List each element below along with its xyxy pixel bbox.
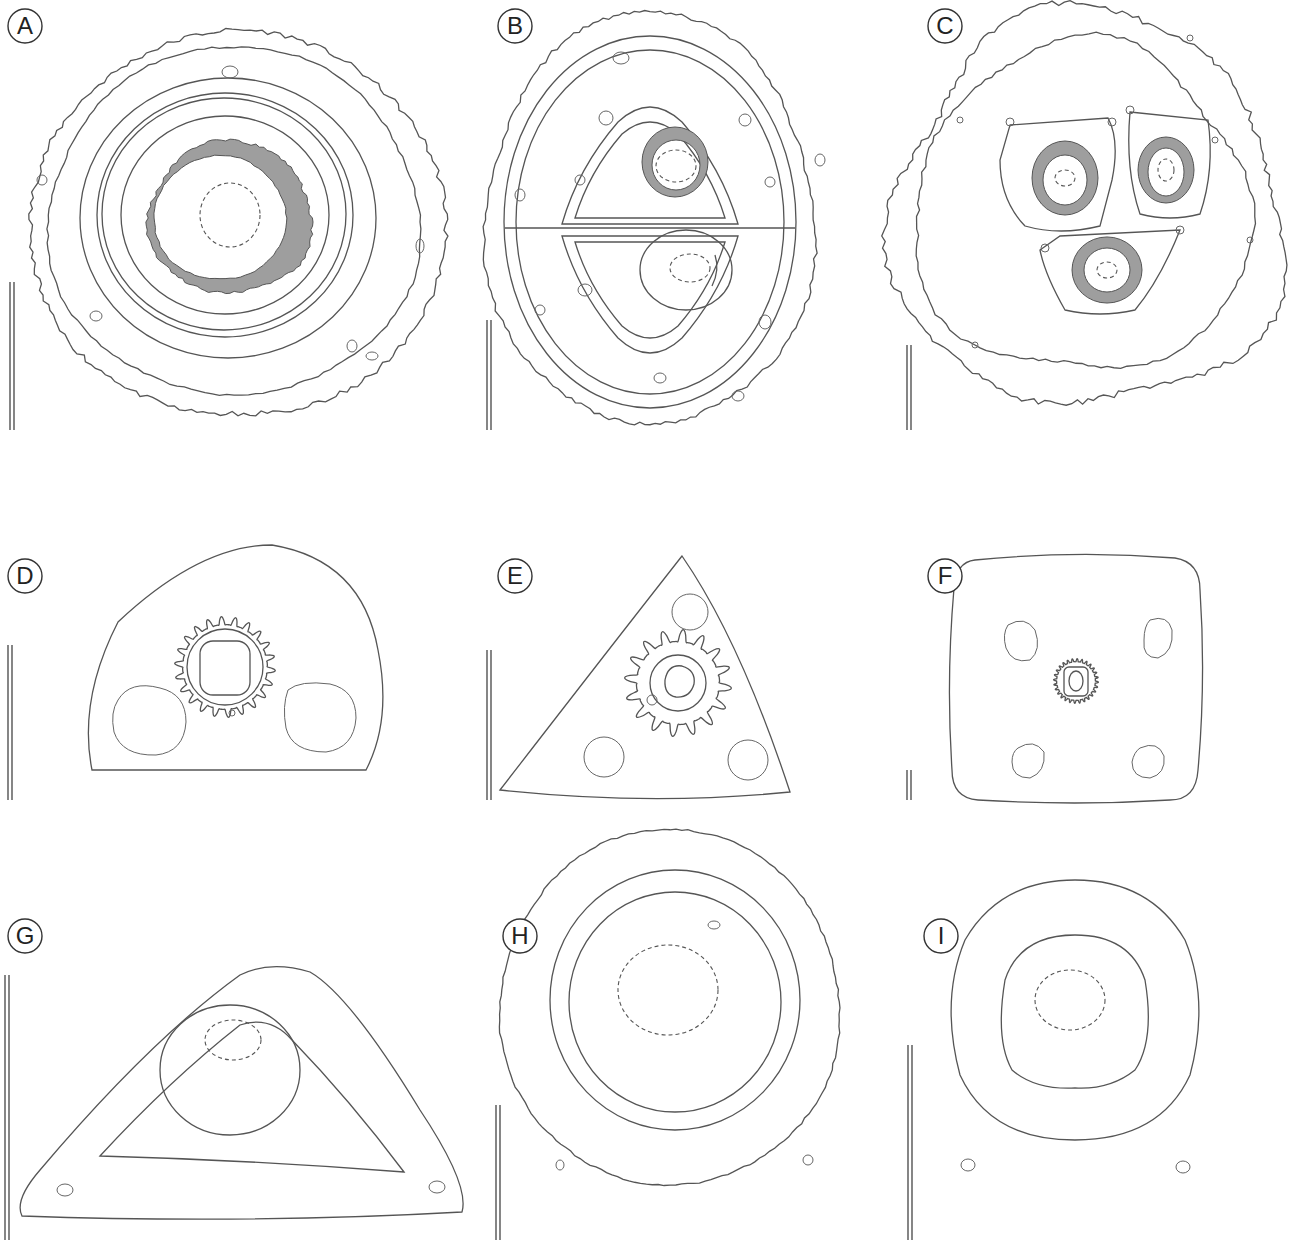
panel-label: G xyxy=(16,924,35,948)
tissue-outline xyxy=(146,139,313,293)
panel-letter: G xyxy=(7,918,43,954)
panel-label: D xyxy=(16,564,33,588)
panel-letter: F xyxy=(927,558,963,594)
tissue-outline xyxy=(29,28,448,415)
panel-letter: A xyxy=(7,8,43,44)
panel-label: H xyxy=(511,924,528,948)
tissue-outline xyxy=(154,155,287,278)
panel-letter: C xyxy=(927,8,963,44)
panel-letter: E xyxy=(497,558,533,594)
tissue-outline xyxy=(175,617,275,717)
tissue-outline xyxy=(916,32,1255,368)
panel-letter: B xyxy=(497,8,533,44)
section-i xyxy=(908,880,1199,1240)
panel-label: I xyxy=(938,924,945,948)
section-e xyxy=(487,556,790,800)
section-c xyxy=(907,35,1253,430)
panel-label: B xyxy=(507,14,523,38)
panel-label: E xyxy=(507,564,523,588)
panel-label: F xyxy=(938,564,953,588)
panel-letter: H xyxy=(502,918,538,954)
panel-label: C xyxy=(936,14,953,38)
section-a xyxy=(10,66,424,430)
section-g xyxy=(5,967,463,1240)
panel-letter: I xyxy=(923,918,959,954)
tissue-outline xyxy=(625,630,732,737)
panel-label: A xyxy=(17,14,33,38)
tissue-outline xyxy=(499,829,840,1185)
section-f xyxy=(907,554,1203,803)
panel-letter: D xyxy=(7,558,43,594)
tissue-outline xyxy=(483,11,817,425)
tissue-outline xyxy=(1054,659,1099,704)
tissue-outline xyxy=(47,47,421,395)
section-b xyxy=(487,36,825,430)
generated-outlines xyxy=(29,1,1287,1186)
section-d xyxy=(8,545,383,800)
tissue-outline xyxy=(882,1,1287,406)
section-h xyxy=(496,870,813,1240)
